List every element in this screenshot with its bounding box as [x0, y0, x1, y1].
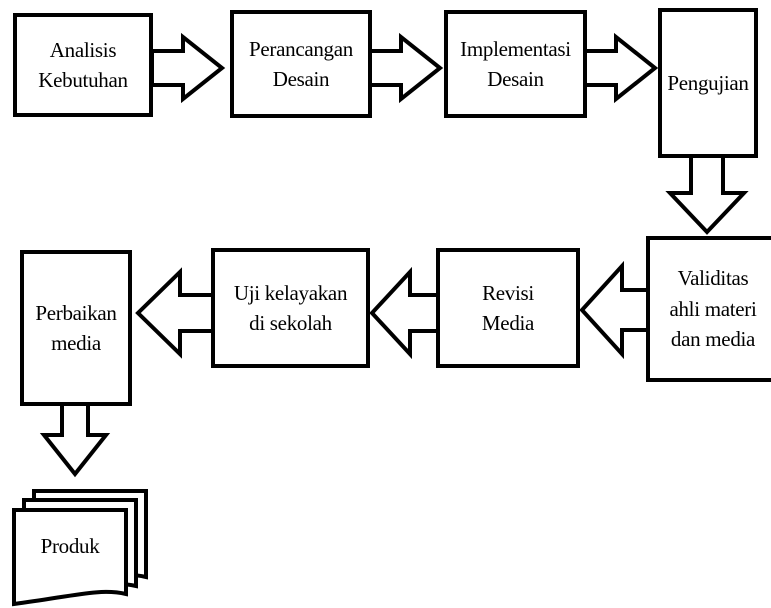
- step-revisi-label: Revisi Media: [481, 280, 535, 335]
- arrow-left-icon: [369, 266, 440, 360]
- step-uji-kelayakan: Uji kelayakan di sekolah: [211, 248, 370, 368]
- step-pengujian-label: Pengujian: [667, 70, 749, 95]
- step-uji-label: Uji kelayakan di sekolah: [233, 280, 348, 335]
- arrow-right-icon: [368, 32, 444, 104]
- arrow-right-icon: [150, 32, 226, 104]
- step-analisis-kebutuhan: Analisis Kebutuhan: [13, 13, 153, 117]
- arrow-right-icon: [583, 32, 659, 104]
- document-stack-icon: [12, 489, 148, 607]
- step-pengujian: Pengujian: [658, 8, 758, 158]
- step-perbaikan-label: Perbaikan media: [35, 300, 117, 355]
- step-analisis-label: Analisis Kebutuhan: [38, 37, 128, 92]
- document-front-sheet: [12, 508, 128, 607]
- arrow-left-icon: [135, 267, 215, 359]
- step-validitas-label: Validitas ahli materi dan media: [669, 266, 757, 352]
- step-implementasi-label: Implementasi Desain: [460, 36, 571, 91]
- arrow-left-icon: [579, 260, 652, 360]
- step-perancangan-desain: Perancangan Desain: [230, 10, 372, 118]
- step-revisi-media: Revisi Media: [436, 248, 580, 368]
- step-perancangan-label: Perancangan Desain: [249, 36, 353, 91]
- step-validitas: Validitas ahli materi dan media: [646, 236, 771, 382]
- arrow-down-icon: [665, 153, 749, 235]
- step-implementasi-desain: Implementasi Desain: [444, 10, 587, 118]
- step-perbaikan-media: Perbaikan media: [20, 250, 132, 406]
- arrow-down-icon: [39, 402, 111, 478]
- step-produk-label: Produk: [40, 533, 100, 558]
- step-produk: Produk: [16, 520, 124, 572]
